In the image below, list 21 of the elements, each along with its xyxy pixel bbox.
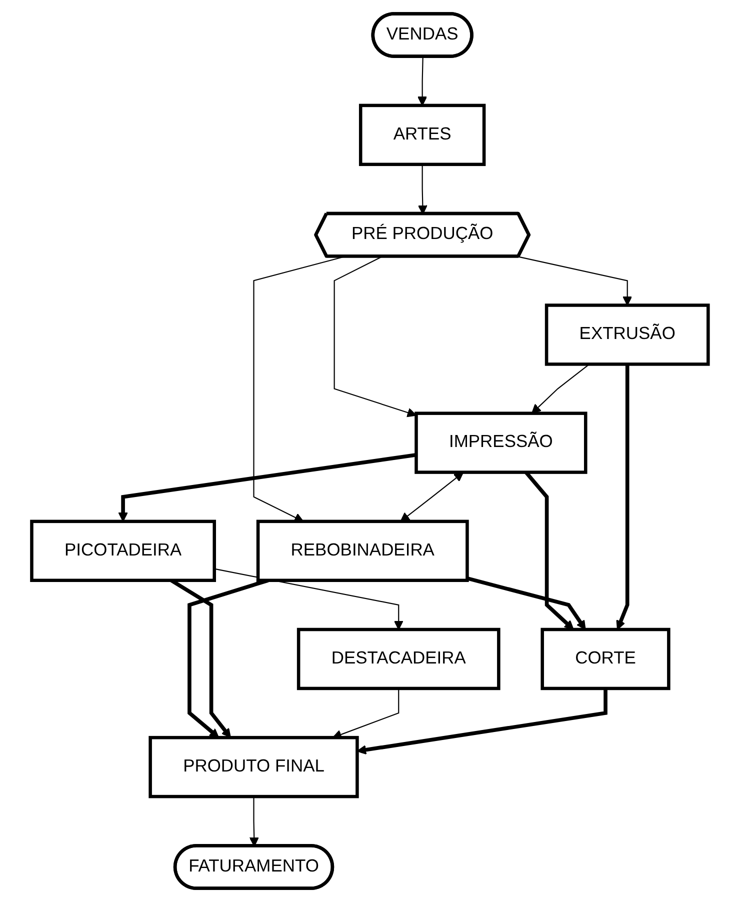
process-box: IMPRESSÃO xyxy=(414,412,588,474)
arrow xyxy=(334,256,417,418)
process-box: ARTES xyxy=(359,104,486,166)
process-box: REBOBINADEIRA xyxy=(256,520,469,582)
arrow xyxy=(532,364,590,414)
arrow xyxy=(118,453,417,522)
process-box: DESTACADEIRA xyxy=(296,628,500,690)
process-box: PRODUTO FINAL xyxy=(148,736,359,798)
process-box: PICOTADEIRA xyxy=(30,520,216,582)
process-box: CORTE xyxy=(540,628,670,690)
arrow xyxy=(214,568,404,630)
arrow xyxy=(616,364,630,630)
terminal-node: FATURAMENTO xyxy=(173,844,334,890)
arrow xyxy=(518,256,632,306)
arrow xyxy=(356,688,608,755)
arrow xyxy=(418,56,428,106)
terminal-node: VENDAS xyxy=(371,12,474,58)
arrow xyxy=(466,576,586,630)
preparation-hexagon: PRÉ PRODUÇÃO xyxy=(314,212,531,258)
process-box: EXTRUSÃO xyxy=(544,304,710,366)
arrow xyxy=(400,472,464,522)
